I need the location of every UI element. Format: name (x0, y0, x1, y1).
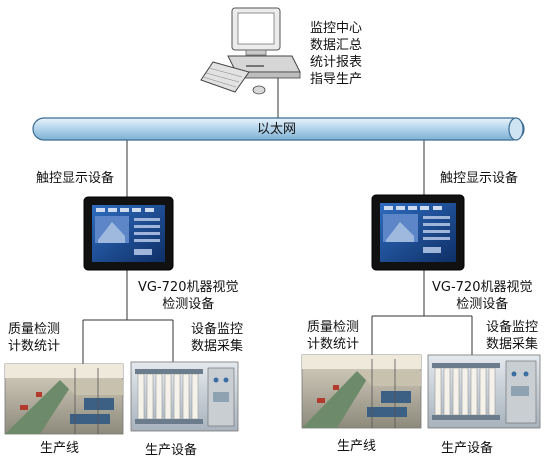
equipment-monitor-line: 设备监控 (191, 322, 244, 337)
connector-lines (82, 73, 473, 364)
vision-device-line: VG-720机器视觉 (432, 280, 533, 295)
quality-line: 质量检测 (307, 320, 360, 335)
monitor-center-text: 监控中心 数据汇总 统计报表 指导生产 (310, 20, 362, 88)
quality-line: 计数统计 (307, 337, 360, 352)
right-production-line-label: 生产线 (337, 439, 377, 454)
ethernet-label: 以太网 (257, 122, 297, 137)
right-production-equipment-label: 生产设备 (441, 441, 494, 456)
left-equipment-monitor-label: 设备监控 数据采集 (191, 321, 243, 355)
right-touch-display-label: 触控显示设备 (440, 171, 519, 186)
right-touch-panel-image (371, 194, 465, 271)
vision-device-line: 检测设备 (456, 297, 509, 312)
quality-line: 计数统计 (8, 339, 61, 354)
vision-device-line: VG-720机器视觉 (138, 280, 239, 295)
equipment-monitor-line: 数据采集 (486, 337, 539, 352)
right-vision-device-label: VG-720机器视觉 检测设备 (432, 279, 532, 313)
equipment-monitor-line: 数据采集 (191, 339, 244, 354)
monitor-center-line: 数据汇总 (310, 38, 363, 53)
left-vision-device-label: VG-720机器视觉 检测设备 (138, 279, 238, 313)
right-production-equipment-photo (427, 354, 541, 429)
vision-device-line: 检测设备 (162, 297, 215, 312)
right-quality-label: 质量检测 计数统计 (307, 319, 359, 353)
left-production-equipment-label: 生产设备 (145, 443, 198, 458)
ethernet-bar (32, 117, 525, 141)
left-production-line-photo (4, 363, 124, 435)
right-production-line-photo (301, 354, 422, 429)
left-quality-label: 质量检测 计数统计 (8, 321, 60, 355)
left-production-line-label: 生产线 (40, 441, 80, 456)
left-touch-panel-image (83, 196, 174, 271)
quality-line: 质量检测 (8, 322, 61, 337)
monitor-center-line: 统计报表 (310, 55, 363, 70)
monitor-center-line: 指导生产 (310, 72, 363, 87)
left-production-equipment-photo (130, 361, 239, 432)
monitor-center-line: 监控中心 (310, 21, 363, 36)
right-equipment-monitor-label: 设备监控 数据采集 (486, 319, 538, 353)
computer-icon (200, 7, 301, 95)
left-touch-display-label: 触控显示设备 (36, 171, 115, 186)
equipment-monitor-line: 设备监控 (486, 320, 539, 335)
